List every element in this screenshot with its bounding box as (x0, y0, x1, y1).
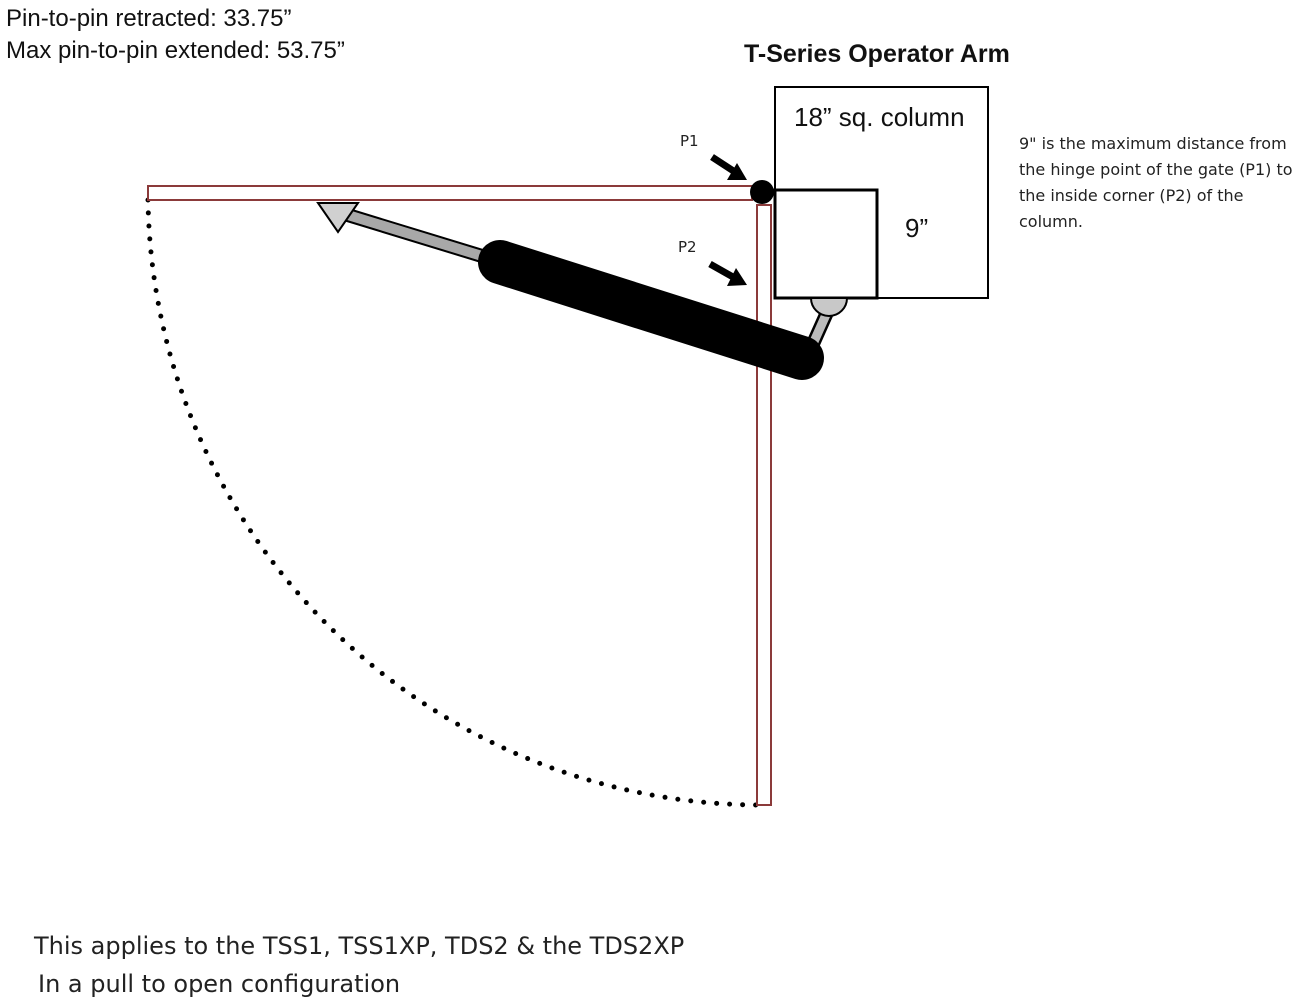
column-inner-offset (773, 188, 879, 300)
footer-line-2: In a pull to open configuration (38, 970, 401, 998)
note: 9" is the maximum distance from the hing… (1019, 131, 1293, 235)
spec-extended: Max pin-to-pin extended: 53.75” (6, 37, 345, 64)
piston-rod-fill (336, 207, 497, 265)
offset-label: 9” (905, 213, 929, 243)
cylinder-body (478, 240, 824, 380)
gate-closed (147, 185, 753, 201)
note-line: 9" is the maximum distance from (1019, 134, 1287, 153)
p2-arrow-icon (708, 260, 747, 286)
gate-bracket (316, 202, 360, 234)
note-line: the hinge point of the gate (P1) to (1019, 160, 1293, 179)
column-label: 18” sq. column (794, 102, 965, 132)
gate-swing-arc (145, 197, 765, 808)
p2-label: P2 (678, 238, 697, 256)
p1-label: P1 (680, 132, 699, 150)
hinge-point-p1 (750, 180, 774, 204)
gate-open (756, 204, 772, 806)
footer-line-1: This applies to the TSS1, TSS1XP, TDS2 &… (34, 932, 685, 960)
diagram-title: T-Series Operator Arm (744, 40, 1010, 68)
note-line: the inside corner (P2) of the (1019, 186, 1244, 205)
note-line: column. (1019, 212, 1083, 231)
column-bracket (809, 297, 849, 317)
p1-arrow-icon (710, 154, 747, 180)
spec-retracted: Pin-to-pin retracted: 33.75” (6, 5, 292, 32)
